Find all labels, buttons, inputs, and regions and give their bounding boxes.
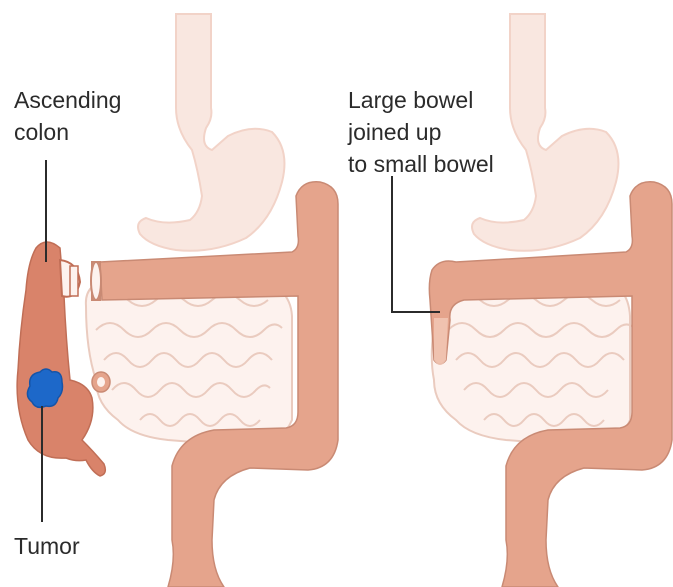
stomach-shape bbox=[138, 14, 284, 251]
ascending-colon-label-line-1: Ascending bbox=[14, 87, 121, 113]
after-panel: Large bowel joined up to small bowel bbox=[347, 14, 672, 587]
joined-label-line-1: Large bowel bbox=[348, 87, 473, 113]
tumor-shape bbox=[27, 369, 62, 407]
joined-label-line-3: to small bowel bbox=[348, 151, 494, 177]
stomach-shape-after bbox=[472, 14, 618, 251]
joined-label-line-2: joined up bbox=[347, 119, 441, 145]
before-panel: Ascending colon Tumor bbox=[14, 14, 338, 587]
ileum-cut-end bbox=[92, 372, 110, 392]
small-bowel-shape-after bbox=[432, 280, 634, 446]
ascending-colon-label-line-2: colon bbox=[14, 119, 69, 145]
tumor-label: Tumor bbox=[14, 533, 80, 559]
joined-label: Large bowel joined up to small bowel bbox=[347, 87, 494, 177]
small-bowel-shape bbox=[86, 280, 292, 446]
ascending-colon-label: Ascending colon bbox=[14, 87, 128, 145]
